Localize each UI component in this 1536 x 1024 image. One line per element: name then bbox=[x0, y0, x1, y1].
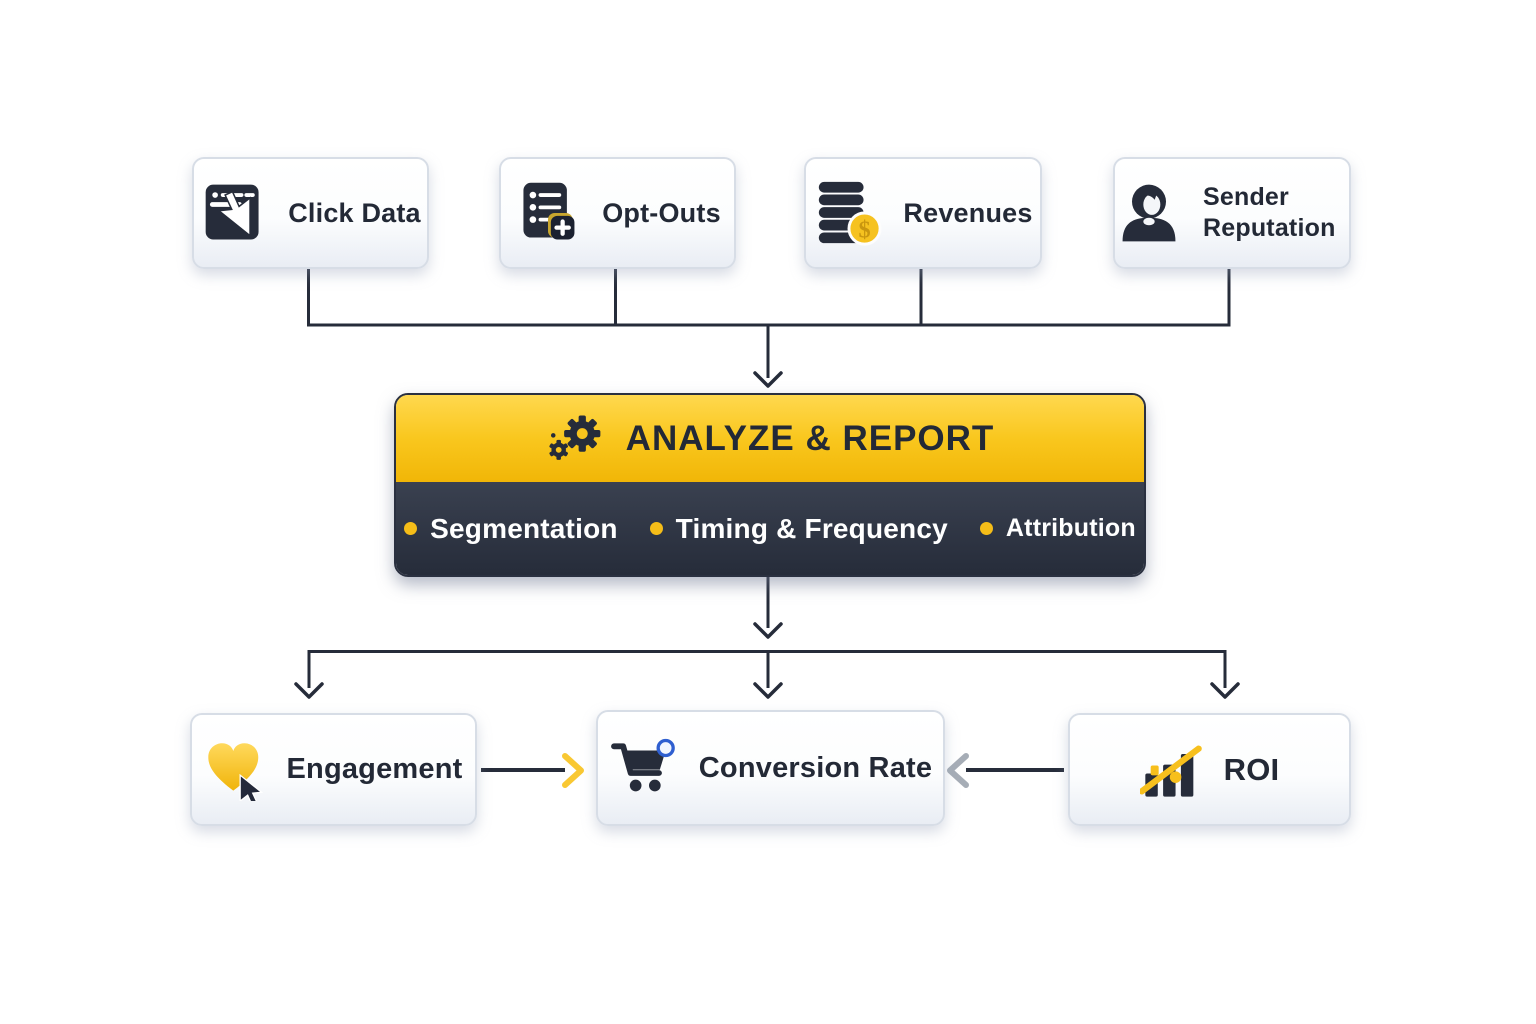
arrowhead-gray bbox=[947, 753, 969, 788]
growth-chart-icon bbox=[1139, 745, 1202, 797]
process-header: ANALYZE & REPORT bbox=[396, 395, 1144, 482]
arrowhead-to-process bbox=[753, 371, 783, 388]
bullet-label: Timing & Frequency bbox=[675, 512, 948, 544]
node-opt-outs: Opt-Outs bbox=[499, 157, 736, 269]
node-label: ROI bbox=[1223, 751, 1280, 787]
heart-cursor-icon bbox=[208, 742, 264, 801]
process-bullets: Segmentation Timing & Frequency Attribut… bbox=[396, 482, 1144, 575]
gears-icon bbox=[549, 414, 601, 460]
arrowhead-from-process bbox=[753, 622, 783, 639]
arrowhead-yellow bbox=[562, 753, 584, 788]
node-label: Conversion Rate bbox=[698, 751, 933, 784]
browser-click-icon bbox=[205, 184, 259, 240]
node-label: Click Data bbox=[288, 197, 421, 228]
node-analyze-report: ANALYZE & REPORT Segmentation Timing & F… bbox=[394, 393, 1146, 577]
process-title: ANALYZE & REPORT bbox=[625, 418, 995, 458]
bullet-label: Segmentation bbox=[430, 512, 618, 544]
bullet-dot-icon bbox=[404, 522, 418, 535]
bullet-label: Attribution bbox=[1005, 514, 1136, 542]
bullet-timing-frequency: Timing & Frequency bbox=[649, 512, 948, 545]
bullet-dot-icon bbox=[979, 522, 993, 535]
node-engagement: Engagement bbox=[190, 713, 477, 826]
bullet-segmentation: Segmentation bbox=[404, 513, 618, 545]
svg-text:$: $ bbox=[859, 216, 871, 243]
arrowhead-output-2 bbox=[753, 682, 783, 699]
arrowhead-output-1 bbox=[294, 682, 324, 699]
node-label: Revenues bbox=[903, 197, 1033, 228]
node-label: Sender Reputation bbox=[1203, 182, 1336, 242]
node-conversion-rate: Conversion Rate bbox=[596, 710, 945, 826]
arrowhead-output-3 bbox=[1210, 682, 1240, 699]
node-click-data: Click Data bbox=[192, 157, 429, 269]
list-add-icon bbox=[523, 182, 575, 240]
shopping-cart-icon bbox=[610, 738, 675, 792]
bullet-dot-icon bbox=[649, 522, 663, 535]
bullet-attribution: Attribution bbox=[979, 514, 1136, 543]
node-label: Engagement bbox=[286, 753, 463, 785]
node-sender-reputation: Sender Reputation bbox=[1113, 157, 1351, 269]
node-label: Opt-Outs bbox=[602, 197, 721, 228]
node-revenues: $ Revenues bbox=[804, 157, 1042, 269]
node-roi: ROI bbox=[1068, 713, 1351, 826]
person-icon bbox=[1122, 184, 1176, 242]
coin-stack-icon: $ bbox=[819, 181, 882, 246]
